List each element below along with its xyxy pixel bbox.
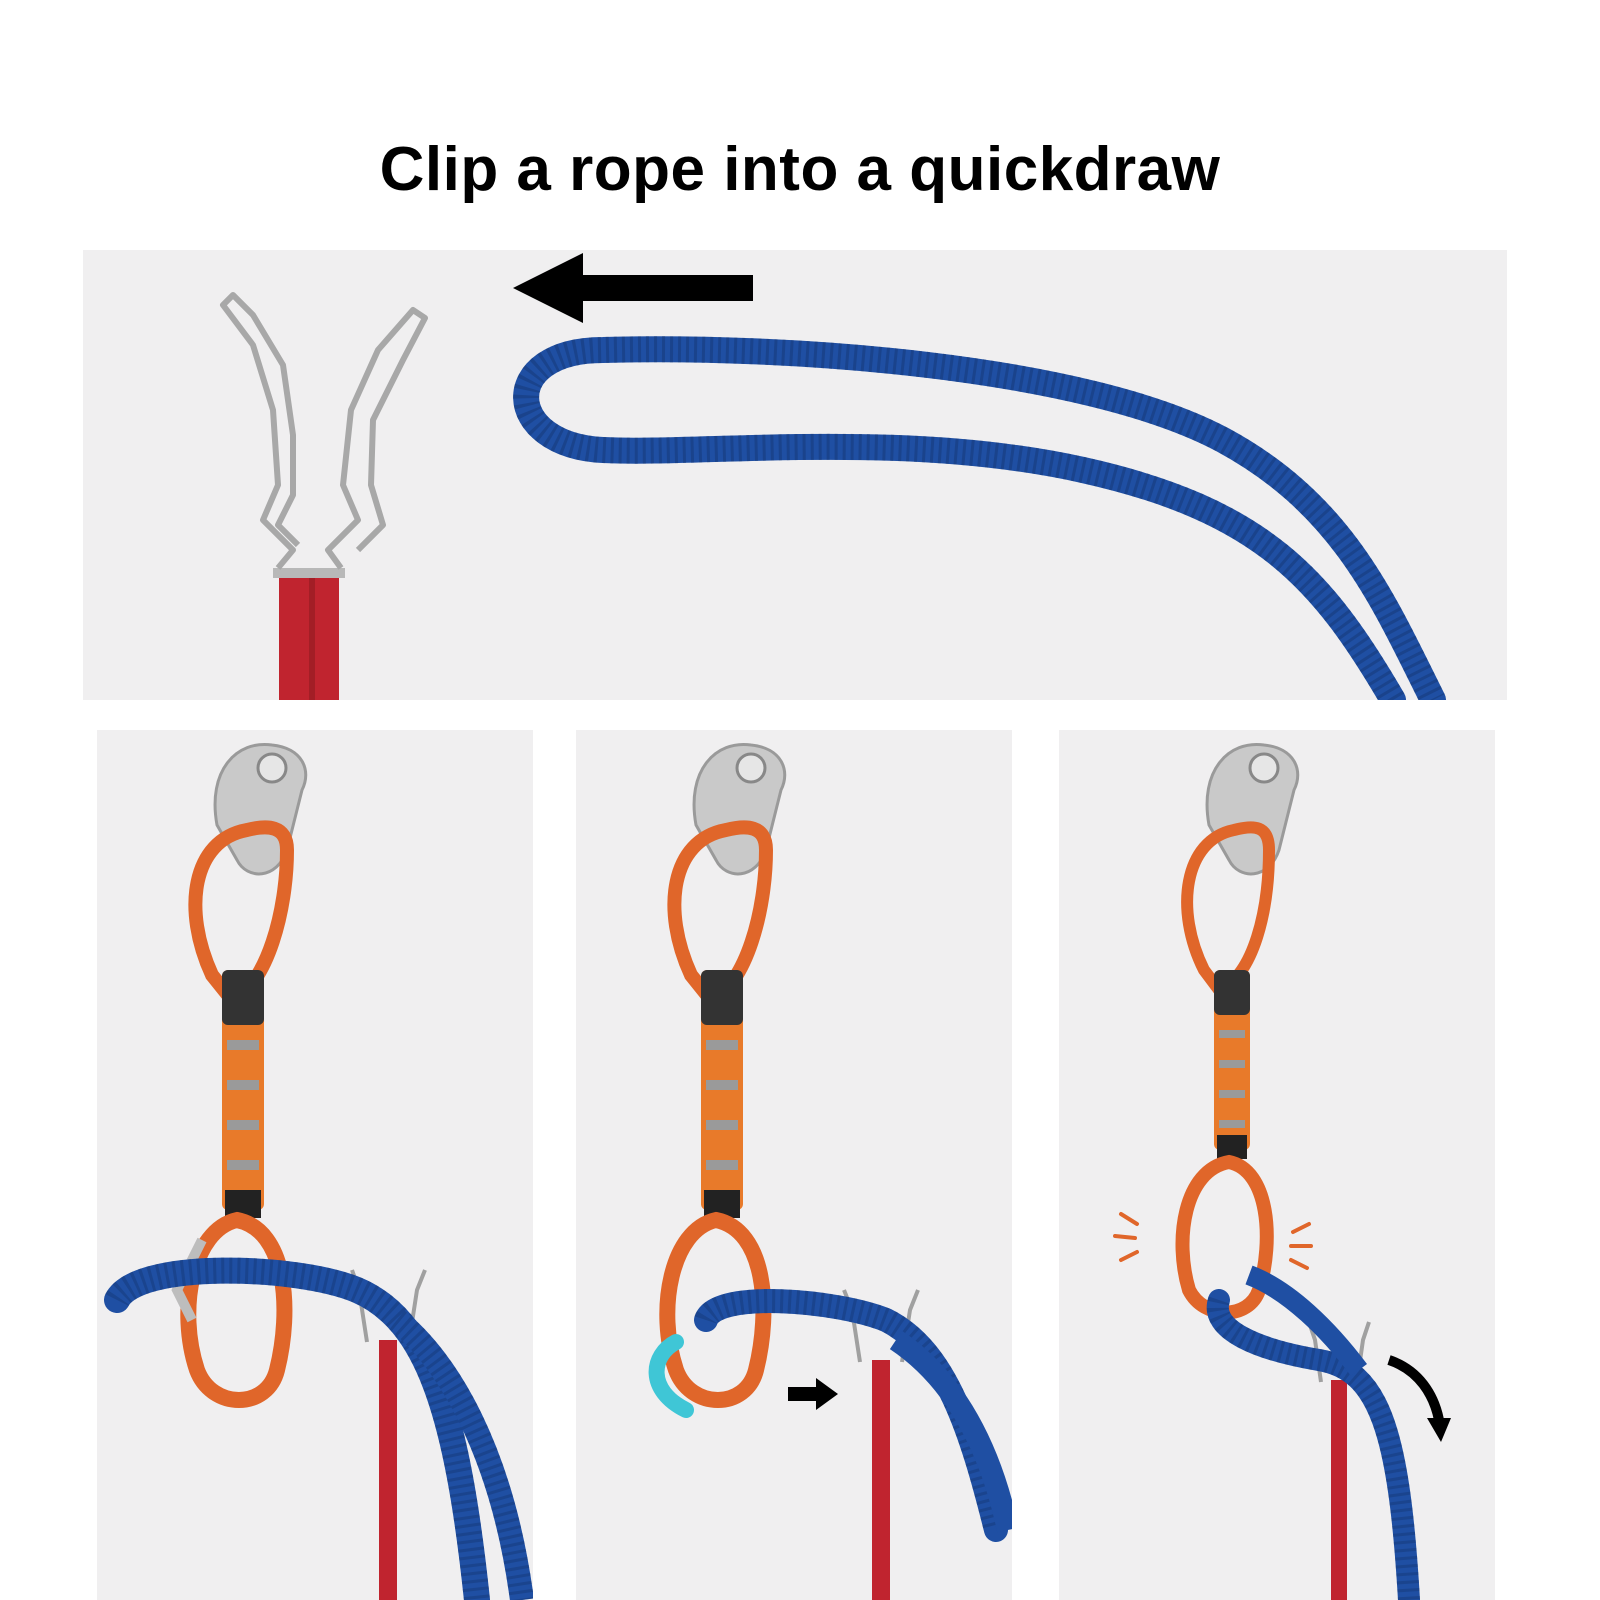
step-4-panel: [1059, 730, 1495, 1600]
step-2-panel: [97, 730, 533, 1600]
step-3-panel: [576, 730, 1012, 1600]
page-title: Clip a rope into a quickdraw: [379, 134, 1221, 204]
arrow-left-icon: [513, 253, 753, 323]
rope-pushed-through-gate-illustration: [648, 742, 1012, 1600]
curved-arrow-down-icon: [1387, 1355, 1451, 1442]
rope-held-at-quickdraw-illustration: [104, 742, 533, 1600]
arrow-right-icon: [788, 1378, 838, 1410]
rope-clipped-illustration: [1113, 742, 1451, 1600]
rope-loop-and-clip-stick-illustration: [220, 253, 1446, 700]
step-1-panel: [83, 250, 1507, 700]
